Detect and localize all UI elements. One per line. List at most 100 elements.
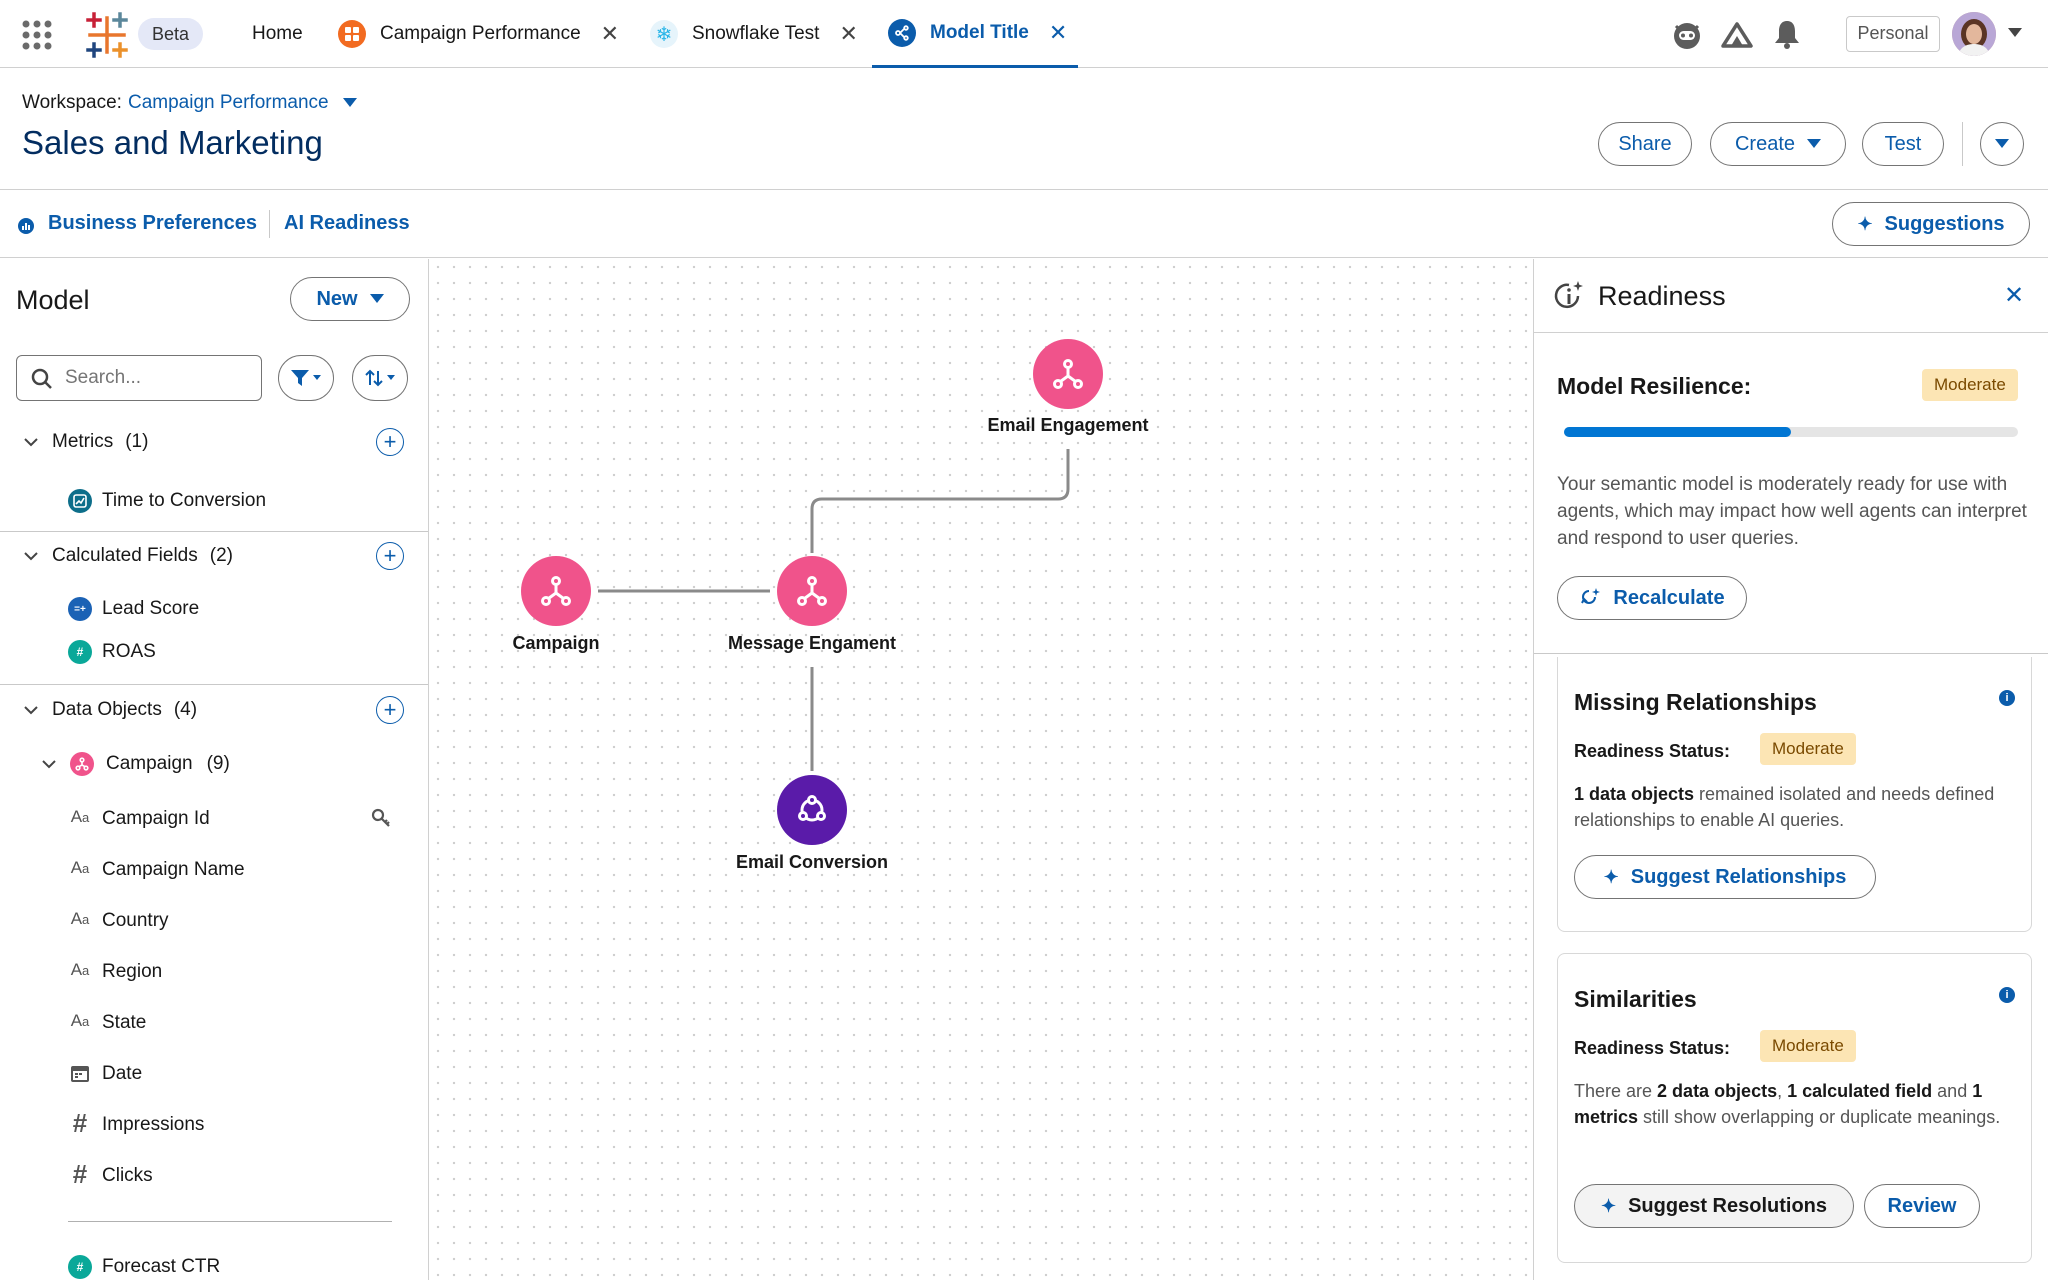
ai-readiness-link[interactable]: AI Readiness: [284, 212, 410, 234]
chevron-down-icon: [24, 706, 38, 715]
field-label[interactable]: Date: [102, 1063, 143, 1084]
tab-home[interactable]: Home: [252, 0, 303, 68]
resilience-progress-fill: [1564, 427, 1791, 437]
search-input[interactable]: [65, 364, 251, 392]
chevron-down-icon: [24, 552, 38, 561]
share-button[interactable]: Share: [1598, 122, 1692, 166]
node-label: Message Engament: [727, 633, 897, 653]
list-divider: [68, 1221, 392, 1222]
resilience-description: Your semantic model is moderately ready …: [1557, 474, 2027, 549]
chevron-down-icon: [42, 760, 56, 769]
tree-item-label[interactable]: Forecast CTR: [102, 1256, 221, 1277]
tree-item-label[interactable]: Time to Conversion: [102, 490, 267, 511]
node-campaign[interactable]: [521, 556, 591, 626]
suggest-relationships-label: Suggest Relationships: [1630, 865, 1847, 888]
close-icon[interactable]: ✕: [2004, 282, 2025, 309]
workspace-link[interactable]: Campaign Performance: [127, 92, 329, 113]
data-object-icon: [70, 752, 94, 776]
node-message-engament[interactable]: [777, 556, 847, 626]
desc-text: still show overlapping or duplicate mean…: [1638, 1107, 2001, 1127]
info-icon[interactable]: i: [1999, 987, 2015, 1003]
readiness-info-icon: [1552, 279, 1586, 313]
close-tab-icon[interactable]: ✕: [839, 21, 858, 46]
section-data-objects[interactable]: Data Objects (4) +: [0, 695, 428, 725]
desc-bold: 1 metrics: [1574, 1081, 1983, 1127]
create-button[interactable]: Create: [1710, 122, 1846, 166]
data-object-icon: [541, 576, 571, 606]
field-label[interactable]: Clicks: [102, 1165, 153, 1186]
desc-bold: 1 data objects: [1574, 784, 1695, 804]
recalculate-label: Recalculate: [1613, 586, 1725, 609]
suggestions-button[interactable]: ✦ Suggestions: [1832, 202, 2030, 246]
personal-space-button[interactable]: Personal: [1846, 16, 1940, 52]
field-label[interactable]: Country: [102, 910, 169, 931]
avatar[interactable]: [1952, 12, 1996, 56]
chevron-down-icon: [369, 294, 384, 303]
section-calculated-fields[interactable]: Calculated Fields (2) +: [0, 541, 428, 571]
calc-icon: =+: [68, 597, 92, 621]
filter-button[interactable]: [278, 355, 334, 401]
calc-hash-icon: #: [68, 640, 92, 664]
desc-text: and: [1932, 1081, 1973, 1101]
model-icon: [888, 18, 916, 47]
search-box[interactable]: [16, 355, 262, 401]
section-count: (1): [125, 431, 149, 452]
section-divider: [0, 684, 428, 685]
calc-hash-icon: #: [68, 1255, 92, 1279]
section-metrics[interactable]: Metrics (1) +: [0, 427, 428, 457]
sparkle-icon: ✦: [1601, 1195, 1617, 1216]
field-label[interactable]: State: [102, 1012, 147, 1033]
tab-snowflake-test[interactable]: ❄ Snowflake Test ✕: [650, 0, 858, 68]
new-button[interactable]: New: [290, 277, 410, 321]
similarities-card: Similarities i Readiness Status: Moderat…: [1557, 953, 2032, 1263]
section-count: (4): [173, 699, 198, 720]
suggest-resolutions-button[interactable]: ✦ Suggest Resolutions: [1574, 1184, 1854, 1228]
tree-item-label[interactable]: ROAS: [102, 641, 156, 662]
data-object-group-icon: [798, 795, 826, 822]
add-metric-button[interactable]: +: [376, 428, 404, 456]
tab-model-title[interactable]: Model Title ✕: [872, 0, 1078, 68]
business-preferences-link[interactable]: Business Preferences: [48, 212, 258, 234]
node-email-conversion[interactable]: [777, 775, 847, 845]
top-bar: Beta Home Campaign Performance ✕ ❄ Snowf…: [0, 0, 2048, 68]
review-button[interactable]: Review: [1864, 1184, 1980, 1228]
close-tab-icon[interactable]: ✕: [1048, 19, 1068, 45]
trailhead-icon[interactable]: [1720, 18, 1754, 52]
readiness-title: Readiness: [1598, 281, 1726, 311]
field-label[interactable]: Campaign Id: [102, 808, 210, 829]
more-actions-button[interactable]: [1980, 122, 2024, 166]
recalculate-button[interactable]: Recalculate: [1557, 576, 1747, 620]
tree-item-campaign[interactable]: Campaign (9): [0, 749, 428, 779]
agent-icon[interactable]: [1670, 18, 1704, 52]
filter-icon: [291, 370, 309, 386]
suggest-relationships-button[interactable]: ✦ Suggest Relationships: [1574, 855, 1876, 899]
chevron-down-icon: [24, 438, 38, 447]
card-title: Similarities: [1574, 986, 1697, 1012]
add-calculated-field-button[interactable]: +: [376, 542, 404, 570]
close-tab-icon[interactable]: ✕: [600, 21, 620, 46]
sort-button[interactable]: [352, 355, 408, 401]
chevron-down-icon[interactable]: [342, 98, 357, 108]
model-canvas[interactable]: Email Engagement Campaign Message Engame…: [430, 259, 1532, 1280]
node-email-engagement[interactable]: [1033, 339, 1103, 409]
header-divider: [1962, 122, 1963, 166]
field-label[interactable]: Campaign Name: [102, 859, 245, 880]
tableau-logo-icon: [84, 12, 130, 58]
info-icon[interactable]: i: [1999, 690, 2015, 706]
test-button[interactable]: Test: [1862, 122, 1944, 166]
add-data-object-button[interactable]: +: [376, 696, 404, 724]
page-header: Workspace: Campaign Performance Sales an…: [0, 68, 2048, 190]
tab-label: Snowflake Test: [692, 23, 820, 44]
field-label[interactable]: Impressions: [102, 1114, 205, 1135]
tree-item-label[interactable]: Lead Score: [102, 598, 200, 619]
tab-campaign-performance[interactable]: Campaign Performance ✕: [338, 0, 619, 68]
field-label[interactable]: Region: [102, 961, 163, 982]
card-description: There are 2 data objects, 1 calculated f…: [1574, 1078, 2014, 1130]
bell-icon[interactable]: [1772, 18, 1802, 50]
section-count: (2): [209, 545, 233, 566]
sparkle-icon: ✦: [1857, 213, 1873, 234]
app-launcher-icon[interactable]: [22, 20, 52, 50]
sparkle-icon: ✦: [1603, 866, 1619, 887]
chevron-down-icon[interactable]: [2008, 28, 2022, 38]
